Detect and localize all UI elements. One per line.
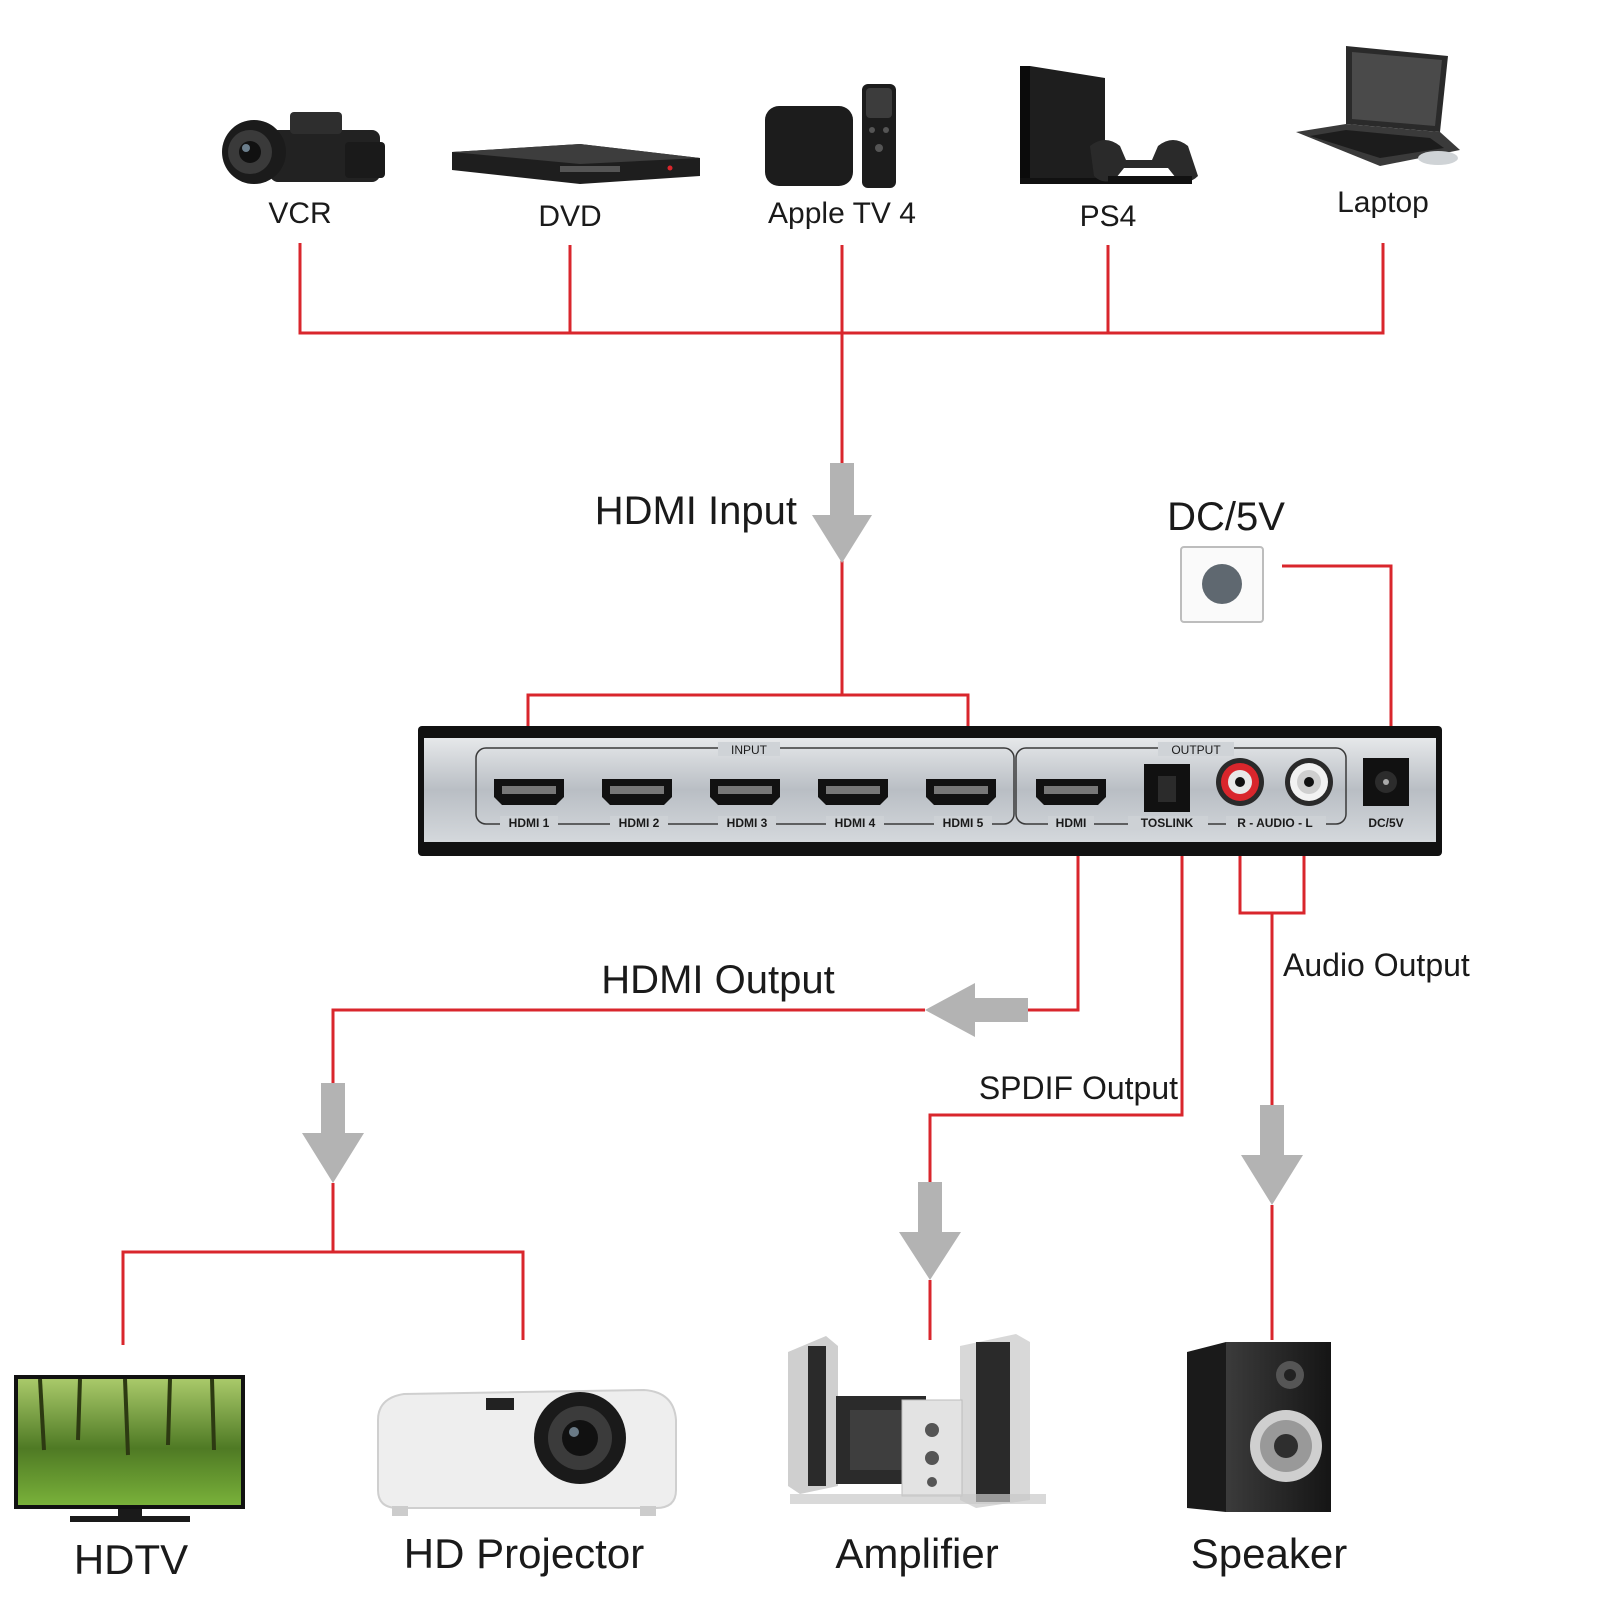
port-label-audio: R - AUDIO - L <box>1237 816 1313 830</box>
output-labels: HDTV HD Projector Amplifier Speaker <box>74 1530 1347 1583</box>
hdmi-input-ports <box>494 779 996 805</box>
output-group-label: OUTPUT <box>1171 743 1221 757</box>
input-port-labels: HDMI 1 HDMI 2 HDMI 3 HDMI 4 HDMI 5 <box>500 816 992 830</box>
hdmi-output-label: HDMI Output <box>601 958 834 1002</box>
hdmi-output-arrow-icon <box>925 983 1028 1037</box>
amplifier-icon <box>788 1334 1046 1508</box>
dc-port-icon <box>1363 758 1409 806</box>
amplifier-arrow-icon <box>899 1182 961 1280</box>
source-devices <box>222 46 1460 188</box>
output-devices <box>14 1334 1331 1522</box>
port-label-dc: DC/5V <box>1368 816 1403 830</box>
hdmi-out-bus-line <box>331 1008 925 1083</box>
hdmi-port-icon <box>602 779 672 805</box>
hdtv-icon <box>14 1375 245 1522</box>
camcorder-icon <box>222 112 385 184</box>
port-label-hdmi-5: HDMI 5 <box>943 816 984 830</box>
speaker-icon <box>1187 1342 1331 1512</box>
apple-tv-icon <box>765 84 896 188</box>
output-label-amplifier: Amplifier <box>835 1530 998 1577</box>
hdmi-out-line <box>1028 830 1080 1012</box>
input-group-label: INPUT <box>731 743 768 757</box>
output-label-hdtv: HDTV <box>74 1536 188 1583</box>
projector-icon <box>377 1388 677 1516</box>
source-label-vcr: VCR <box>268 197 331 230</box>
hdmi-out-port-icon <box>1036 779 1106 805</box>
output-port-labels: HDMI TOSLINK R - AUDIO - L DC/5V <box>1048 816 1404 830</box>
hdmi-port-icon <box>818 779 888 805</box>
dc-feed-line <box>1282 564 1393 760</box>
port-label-hdmi-2: HDMI 2 <box>619 816 660 830</box>
source-label-laptop: Laptop <box>1337 186 1429 219</box>
ps4-console-icon <box>1020 66 1198 184</box>
speaker-arrow-icon <box>1241 1105 1303 1205</box>
display-arrow-icon <box>302 1083 364 1183</box>
hdmi-port-icon <box>710 779 780 805</box>
spdif-line <box>928 812 1184 1182</box>
port-label-hdmi-1: HDMI 1 <box>509 816 550 830</box>
spdif-output-label: SPDIF Output <box>979 1070 1178 1106</box>
port-label-hdmi-3: HDMI 3 <box>727 816 768 830</box>
laptop-icon <box>1296 46 1460 166</box>
source-label-apple-tv: Apple TV 4 <box>768 197 916 230</box>
flow-arrows <box>302 463 1303 1280</box>
hdmi-switch-device: INPUT OUTPUT <box>418 726 1442 856</box>
port-label-hdmi-out: HDMI <box>1056 816 1087 830</box>
output-label-speaker: Speaker <box>1191 1530 1347 1577</box>
port-label-hdmi-4: HDMI 4 <box>835 816 876 830</box>
source-label-dvd: DVD <box>538 200 601 233</box>
hdmi-input-label: HDMI Input <box>595 489 797 533</box>
dc-power-label: DC/5V <box>1167 495 1285 539</box>
hdmi-input-arrow-icon <box>812 463 872 563</box>
display-split-line <box>121 1183 525 1345</box>
toslink-port-icon <box>1144 764 1190 812</box>
source-labels: VCR DVD Apple TV 4 PS4 Laptop <box>268 186 1429 233</box>
rca-left-port-icon <box>1285 758 1333 806</box>
audio-output-label: Audio Output <box>1283 947 1470 983</box>
port-label-toslink: TOSLINK <box>1141 816 1194 830</box>
rca-right-port-icon <box>1216 758 1264 806</box>
dvd-player-icon <box>452 144 700 184</box>
output-label-projector: HD Projector <box>404 1530 644 1577</box>
hdmi-port-icon <box>926 779 996 805</box>
source-label-ps4: PS4 <box>1080 200 1137 233</box>
dc-power-jack-icon <box>1180 546 1264 623</box>
hdmi-port-icon <box>494 779 564 805</box>
